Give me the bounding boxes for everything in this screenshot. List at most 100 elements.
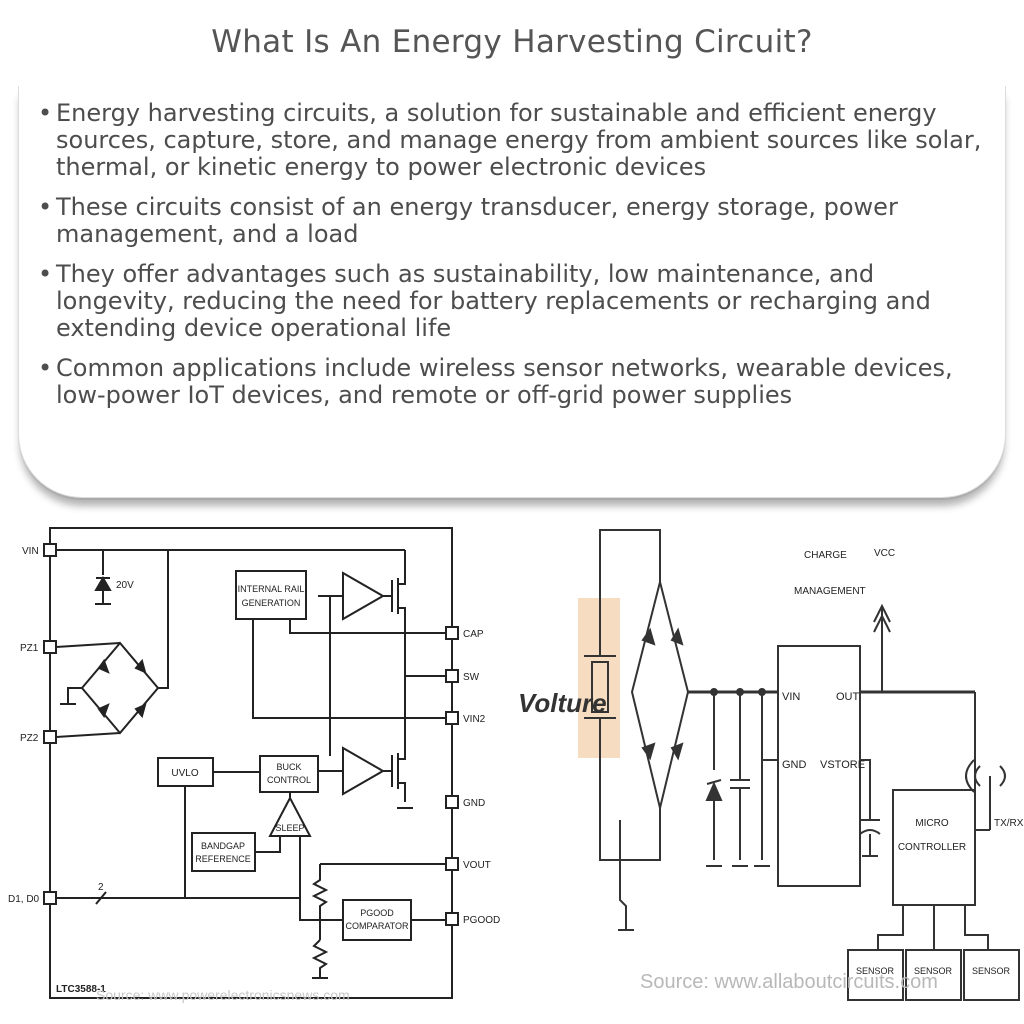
charge-management-block: [777, 645, 861, 887]
pin-label-cap: CAP: [463, 629, 484, 640]
bullet-item: •They offer advantages such as sustainab…: [36, 261, 986, 342]
chip-outline: [49, 527, 453, 999]
pin-label-d1d0: D1, D0: [8, 894, 40, 905]
internal-rail-block: [235, 570, 307, 620]
divider-resistor: [311, 939, 329, 978]
part-number: LTC3588-1: [56, 984, 106, 995]
vcc-arrow: [873, 613, 891, 633]
bridge-diode-1: [641, 627, 656, 646]
vstore-pin-label: VSTORE: [820, 759, 865, 771]
bridge-diode-2: [670, 627, 684, 646]
bullet-text: Common applications include wireless sen…: [56, 354, 953, 409]
pin-vin: [43, 543, 57, 557]
internal-rail-line2: GENERATION: [242, 598, 301, 608]
pin-pgood: [445, 912, 459, 926]
pin-label-vin2: VIN2: [463, 714, 486, 725]
internal-rail-line1: INTERNAL RAIL: [238, 584, 305, 594]
out-pin-label: OUT: [836, 691, 860, 703]
uvlo-block: [157, 757, 214, 787]
charge-label-line1: CHARGE: [804, 550, 847, 561]
piezo-ground-wire: [619, 820, 627, 930]
buck-top-wire: [318, 595, 331, 756]
bullet-dot: •: [38, 260, 53, 288]
sensor-block-1: [847, 949, 904, 1001]
clamp-zener-bar: [706, 779, 722, 785]
pin-vin2: [445, 711, 459, 725]
bridge-diode-1: [97, 658, 110, 674]
vcc-arrow: [873, 603, 891, 623]
summary-card: [18, 86, 1006, 498]
circuit-diagrams: VIN PZ1 PZ2 D1, D0 CAP SW VIN2 GND VOUT …: [8, 527, 1024, 1003]
driver-top: [342, 571, 386, 621]
clamp-zener: [705, 781, 723, 801]
bridge-rectifier: [630, 581, 690, 809]
bandgap-block: [191, 832, 256, 872]
volture-logo: Volture: [518, 688, 607, 718]
mosfet-bottom-source: [398, 782, 406, 802]
piezo-bottom-wire: [599, 718, 661, 861]
charge-label-line2: MANAGEMENT: [794, 586, 866, 597]
pin-label-pz2: PZ2: [20, 733, 39, 744]
pin-d1d0: [43, 891, 57, 905]
sensor-label-2: SENSOR: [914, 966, 953, 976]
vout-resistor: [311, 864, 329, 940]
bullet-dot: •: [38, 193, 53, 221]
cap-wire: [289, 619, 446, 634]
sensor-label-1: SENSOR: [856, 966, 895, 976]
bullet-list: •Energy harvesting circuits, a solution …: [36, 100, 986, 422]
pgood-line1: PGOOD: [360, 908, 394, 918]
bandgap-line1: BANDGAP: [201, 841, 245, 851]
pin-gnd: [445, 795, 459, 809]
bridge-diode-2: [134, 658, 147, 674]
bullet-text: They offer advantages such as sustainabi…: [56, 260, 931, 342]
sleep-label: SLEEP: [275, 823, 304, 833]
pz2-wire: [55, 732, 121, 738]
bandgap-wire: [255, 836, 281, 853]
antenna-wave: [974, 765, 981, 787]
micro-line2: CONTROLLER: [898, 842, 966, 853]
micro-line1: MICRO: [915, 818, 949, 829]
pin-vout: [445, 857, 459, 871]
mosfet-bottom-drain: [398, 718, 406, 760]
sensor-block-3: [963, 949, 1020, 1001]
bullet-dot: •: [38, 354, 53, 382]
piezo-top-wire: [599, 529, 661, 656]
page-title: What Is An Energy Harvesting Circuit?: [211, 24, 813, 60]
sensor-label-3: SENSOR: [972, 966, 1011, 976]
bridge-diode-4: [134, 703, 147, 719]
bridge-diode-3: [97, 703, 110, 719]
volture-diagram: [578, 529, 1020, 1001]
antenna-wave: [965, 759, 975, 793]
bullet-dot: •: [38, 99, 53, 127]
bus-slash: [95, 891, 107, 905]
vstore-wire: [860, 759, 871, 820]
gnd-pin-label: GND: [782, 759, 807, 771]
bullet-text: Energy harvesting circuits, a solution f…: [56, 99, 982, 181]
bullet-item: •Common applications include wireless se…: [36, 355, 986, 409]
pin-pz2: [43, 730, 57, 744]
pin-cap: [445, 626, 459, 640]
vcc-label: VCC: [874, 548, 895, 559]
pgood-block: [342, 899, 412, 941]
bridge-rectifier: [80, 641, 160, 735]
pz1-wire: [55, 642, 121, 648]
buck-line2: CONTROL: [267, 775, 311, 785]
sleep-comparator: [268, 795, 312, 837]
sensor-block-2: [905, 949, 962, 1001]
antenna-wave: [999, 765, 1006, 787]
sensor-bus-1: [877, 905, 904, 950]
zener-label: 20V: [116, 580, 134, 591]
bridge-gnd-wire: [67, 687, 82, 704]
bandgap-line2: REFERENCE: [195, 854, 251, 864]
zener-diode: [94, 576, 112, 591]
pgood-in-wire: [299, 836, 343, 921]
pin-label-gnd: GND: [463, 798, 485, 809]
source-left: Source: www.powerelectronicsnews.com: [96, 987, 350, 1003]
buck-control-block: [259, 755, 319, 793]
bullet-item: •Energy harvesting circuits, a solution …: [36, 100, 986, 181]
mosfet-bottom-gate: [383, 755, 393, 787]
buck-line1: BUCK: [276, 762, 301, 772]
bullet-text: These circuits consist of an energy tran…: [56, 193, 898, 248]
rail-wire: [252, 619, 405, 719]
pin-sw: [445, 669, 459, 683]
